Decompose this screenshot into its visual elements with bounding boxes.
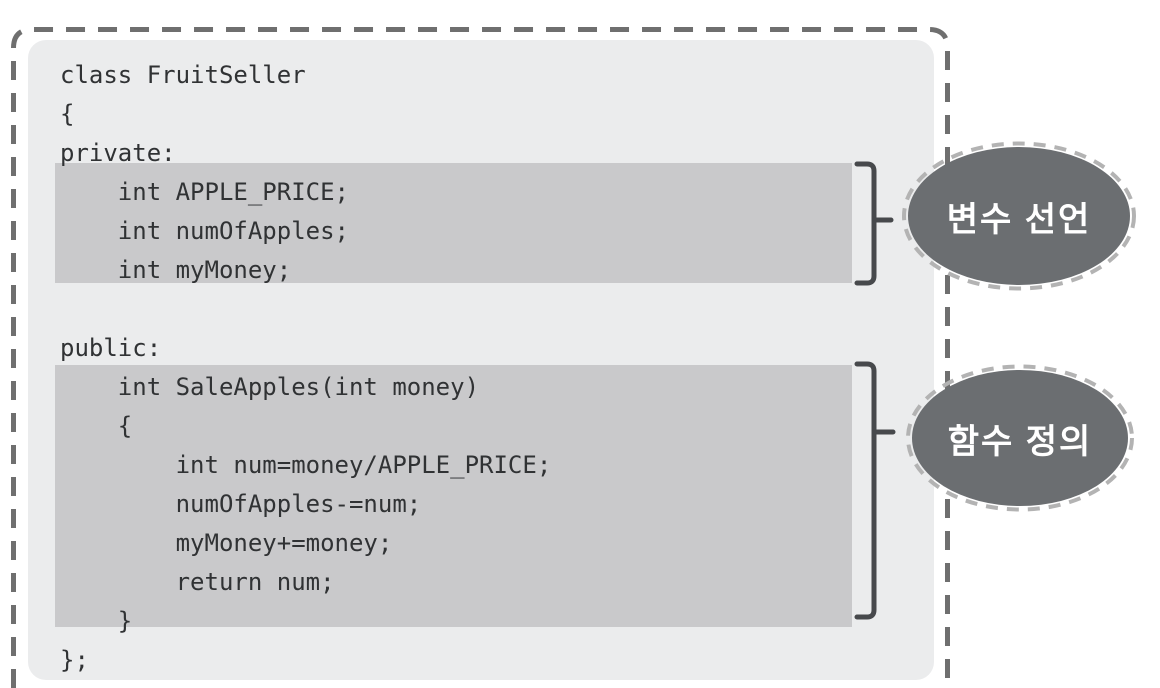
bubble-dashed-ring (902, 141, 1136, 291)
annotation-label-variable-declaration: 변수 선언 (946, 200, 1092, 239)
annotation-label-function-definition: 함수 정의 (947, 422, 1093, 461)
highlight-function-definition (55, 365, 852, 627)
bubble-dashed-ring (906, 364, 1134, 512)
bubble-fill-shape (912, 370, 1128, 506)
code-block: class FruitSeller { private: int APPLE_P… (60, 61, 552, 674)
code-panel (28, 40, 934, 680)
bubble-fill-shape (908, 147, 1130, 285)
highlight-variable-declarations (55, 163, 852, 283)
annotation-bubble-function-definition: 함수 정의 (906, 364, 1134, 512)
annotation-bubble-variable-declaration: 변수 선언 (901, 141, 1137, 291)
